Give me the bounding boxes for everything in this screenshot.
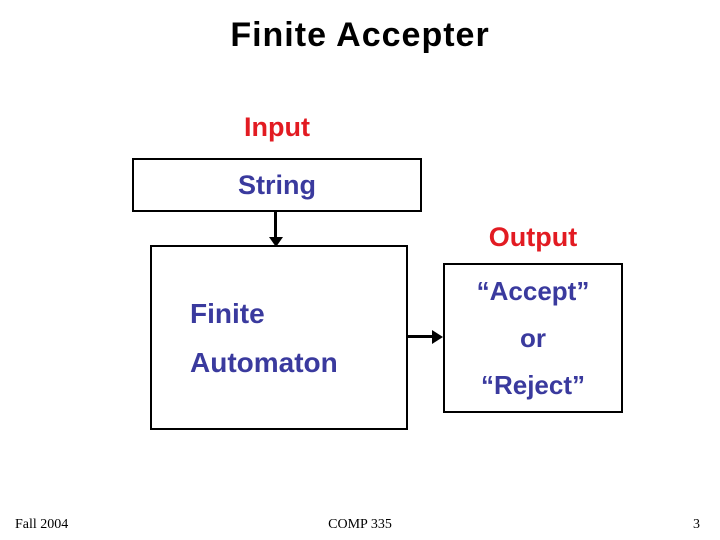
finite-automaton-label-line2: Automaton: [190, 346, 338, 378]
footer-page-number: 3: [693, 517, 700, 532]
output-accept-label: “Accept”: [476, 275, 590, 306]
footer-course: COMP 335: [328, 517, 392, 532]
slide-footer: Fall 2004 COMP 335 3: [0, 515, 720, 537]
output-label: Output: [488, 222, 578, 252]
output-box: “Accept” or “Reject”: [443, 263, 623, 413]
down-arrow-line: [274, 212, 277, 239]
down-arrow-icon: [269, 237, 283, 247]
finite-automaton-label-line1: Finite: [190, 297, 265, 329]
slide-title: Finite Accepter: [230, 16, 490, 54]
output-or-label: or: [520, 322, 546, 353]
right-arrow-line: [408, 335, 434, 338]
input-label: Input: [244, 112, 310, 142]
output-reject-label: “Reject”: [480, 369, 586, 400]
right-arrow-icon: [432, 330, 443, 344]
string-box: String: [132, 158, 422, 212]
footer-semester: Fall 2004: [15, 517, 69, 532]
finite-automaton-box: Finite Automaton: [150, 245, 408, 430]
string-box-label: String: [238, 169, 316, 200]
